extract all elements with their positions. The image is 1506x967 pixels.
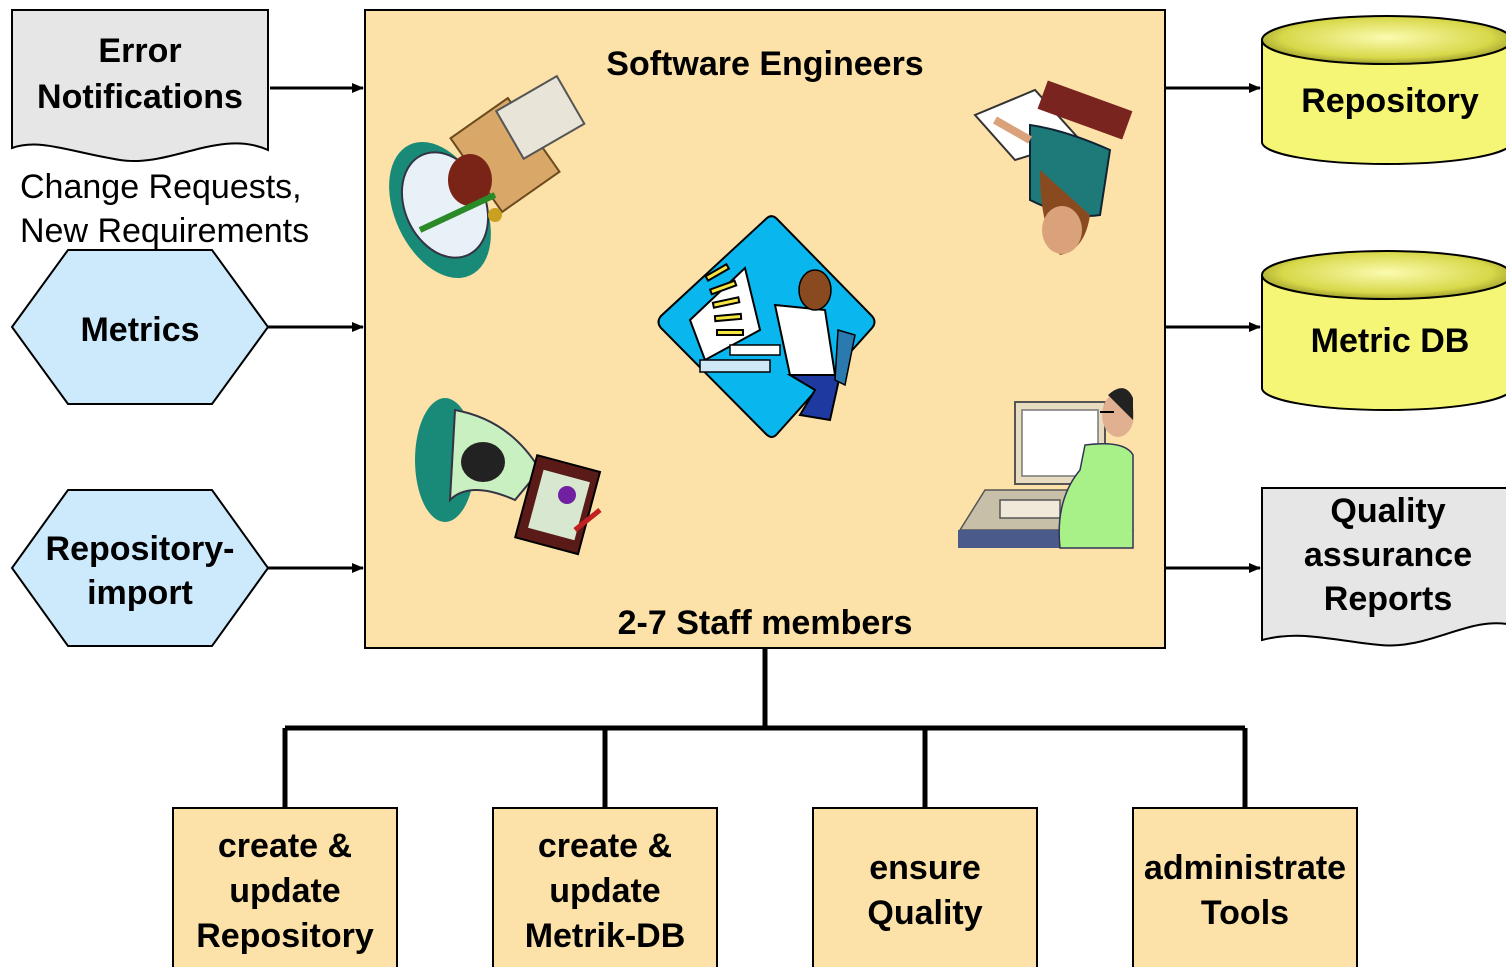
center-title: Software Engineers: [606, 45, 923, 83]
error-notifications-label-1: Error: [98, 32, 181, 70]
error-notifications-document: [11, 9, 269, 163]
person-writing-icon: [415, 398, 602, 556]
task-metrik-db-line-3: Metrik-DB: [525, 917, 686, 955]
task-metrik-db-line-1: create &: [538, 827, 672, 865]
task-quality-line-2: Quality: [867, 894, 982, 932]
task-repository-line-1: create &: [218, 827, 352, 865]
repository-db: [1261, 40, 1506, 165]
task-repository-line-3: Repository: [196, 917, 374, 955]
metric-db-label: Metric DB: [1311, 322, 1470, 360]
staff-count: 2-7 Staff members: [618, 604, 913, 642]
task-box-tools: [1132, 807, 1358, 967]
person-at-keyboard-icon: [389, 74, 586, 278]
task-tools-line-2: Tools: [1201, 894, 1289, 932]
task-box-repository: [172, 807, 398, 967]
person-at-computer-icon: [958, 388, 1135, 549]
task-connectors: [282, 648, 1248, 808]
task-metrik-db-line-2: update: [549, 872, 660, 910]
qa-reports-label-3: Reports: [1324, 580, 1452, 618]
repository-import-label-1: Repository-: [46, 530, 235, 568]
metric-db-top: [1261, 250, 1506, 300]
metrics-label: Metrics: [80, 311, 199, 349]
computer-user-icon: [657, 215, 876, 438]
person-reading-icon: [973, 80, 1133, 255]
task-quality-line-1: ensure: [869, 849, 981, 887]
repository-import-label-2: import: [87, 574, 193, 612]
task-repository-line-2: update: [229, 872, 340, 910]
repository-db-top: [1261, 15, 1506, 65]
qa-reports-label-2: assurance: [1304, 536, 1472, 574]
repository-label: Repository: [1301, 82, 1479, 120]
task-box-quality: [812, 807, 1038, 967]
repository-import-hexagon: [10, 489, 270, 647]
task-tools-line-1: administrate: [1144, 849, 1346, 887]
error-notifications-label-2: Notifications: [37, 78, 243, 116]
task-box-metrik-db: [492, 807, 718, 967]
qa-reports-document: [1261, 487, 1506, 647]
change-requests-label-1: Change Requests,: [20, 168, 302, 206]
metric-db: [1261, 275, 1506, 411]
change-requests-label-2: New Requirements: [20, 212, 309, 250]
qa-reports-label-1: Quality: [1330, 492, 1445, 530]
